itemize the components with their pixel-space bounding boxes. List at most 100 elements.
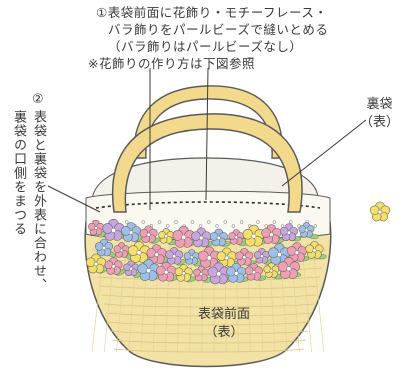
flower-center xyxy=(294,250,300,255)
step1-line: バラ飾りをパールビーズで縫いとめる xyxy=(108,22,329,37)
flower-center xyxy=(101,245,107,251)
weave-line xyxy=(312,245,325,353)
flower-petal xyxy=(88,222,96,231)
flower-center xyxy=(286,230,291,235)
flower-center xyxy=(163,269,169,275)
flower xyxy=(156,261,177,282)
flower xyxy=(244,262,263,281)
flower-center xyxy=(276,252,282,258)
flower xyxy=(174,264,193,282)
weave-line xyxy=(101,294,317,299)
flower-center xyxy=(181,234,187,240)
flower xyxy=(191,227,212,248)
front-handle xyxy=(111,113,303,213)
flower xyxy=(85,253,107,274)
flower-center xyxy=(189,255,194,260)
flower-petal xyxy=(305,244,315,254)
flower-center xyxy=(94,226,98,230)
flower xyxy=(94,238,114,257)
lace-dot xyxy=(157,220,162,224)
front-label: 表袋前面 （表） xyxy=(198,306,250,342)
flower-petal xyxy=(228,232,236,240)
front-label-line2: （表） xyxy=(204,325,244,340)
flower xyxy=(277,257,301,279)
flower-center xyxy=(216,271,222,277)
lace-dot xyxy=(207,220,211,224)
flower-petal xyxy=(172,230,184,241)
flower-petal xyxy=(123,263,131,272)
flower xyxy=(209,228,228,247)
flower xyxy=(235,248,254,266)
weave-line xyxy=(152,245,160,353)
flower-petal xyxy=(137,263,149,275)
lining-label: 裏袋 （表） xyxy=(360,96,399,132)
flower-center xyxy=(164,234,168,239)
lace-dot xyxy=(256,220,260,224)
flower xyxy=(123,260,140,276)
flower xyxy=(298,222,315,238)
flower xyxy=(165,246,184,265)
flower xyxy=(102,218,125,241)
flower xyxy=(183,249,200,265)
flower-petal xyxy=(226,266,236,277)
flower-petal xyxy=(120,226,131,236)
flower-center xyxy=(93,261,99,267)
flower-center xyxy=(129,266,133,271)
flower-center xyxy=(269,268,274,273)
lining-label-line2: （表） xyxy=(360,115,400,130)
flower xyxy=(228,229,245,245)
flower-center xyxy=(181,271,186,276)
flower-center xyxy=(234,271,239,276)
flower-petal xyxy=(146,248,157,258)
flower-petal xyxy=(244,266,254,275)
weave-line xyxy=(105,312,313,317)
weave-line xyxy=(257,245,264,353)
flower-petal xyxy=(156,265,166,276)
flower-petal xyxy=(209,232,219,241)
flower xyxy=(207,262,230,285)
weave-line xyxy=(116,245,127,353)
lace-dot xyxy=(239,220,244,224)
flower xyxy=(279,223,298,241)
flower-petal xyxy=(242,229,254,240)
lace-dot xyxy=(198,224,203,228)
flower xyxy=(305,241,324,259)
step1-line: ※花飾りの作り方は下図参照 xyxy=(88,56,255,71)
lace-dot xyxy=(215,224,219,228)
flower-petal xyxy=(139,228,149,238)
flower xyxy=(139,225,158,243)
basket-weave xyxy=(91,245,327,353)
flower-petal xyxy=(104,260,114,270)
flower xyxy=(253,248,270,264)
flower-center xyxy=(269,232,274,237)
weave-line xyxy=(113,348,305,353)
flower xyxy=(104,257,123,275)
step1-line: ①表袋前面に花飾り・モチーフレース・ xyxy=(96,5,328,20)
front-label-line1: 表袋前面 xyxy=(198,307,251,322)
flower-petal xyxy=(94,242,104,251)
flower xyxy=(127,241,151,263)
leader-step2 xyxy=(47,185,101,213)
flower-center xyxy=(260,254,264,259)
flower xyxy=(193,265,210,282)
flower-center xyxy=(146,268,152,274)
flower-center xyxy=(206,255,212,261)
flower xyxy=(369,201,391,222)
flower xyxy=(113,242,130,258)
weave-line xyxy=(109,330,309,335)
lace-dot xyxy=(231,224,236,228)
lace-dot xyxy=(313,224,318,228)
flower xyxy=(226,262,247,283)
lace-dot xyxy=(223,220,227,224)
weave-line xyxy=(107,321,311,326)
flower-petal xyxy=(263,265,272,274)
lace-dot xyxy=(141,220,145,224)
flower-petal xyxy=(102,223,113,234)
flower-center xyxy=(154,252,159,257)
step1-instructions: ①表袋前面に花飾り・モチーフレース・ バラ飾りをパールビーズで縫いとめる （バラ… xyxy=(88,4,329,72)
flower-petal xyxy=(193,268,201,277)
lace-dot xyxy=(264,224,268,228)
flower xyxy=(120,222,142,242)
step1-line: （バラ飾りはパールビーズなし） xyxy=(108,39,303,54)
